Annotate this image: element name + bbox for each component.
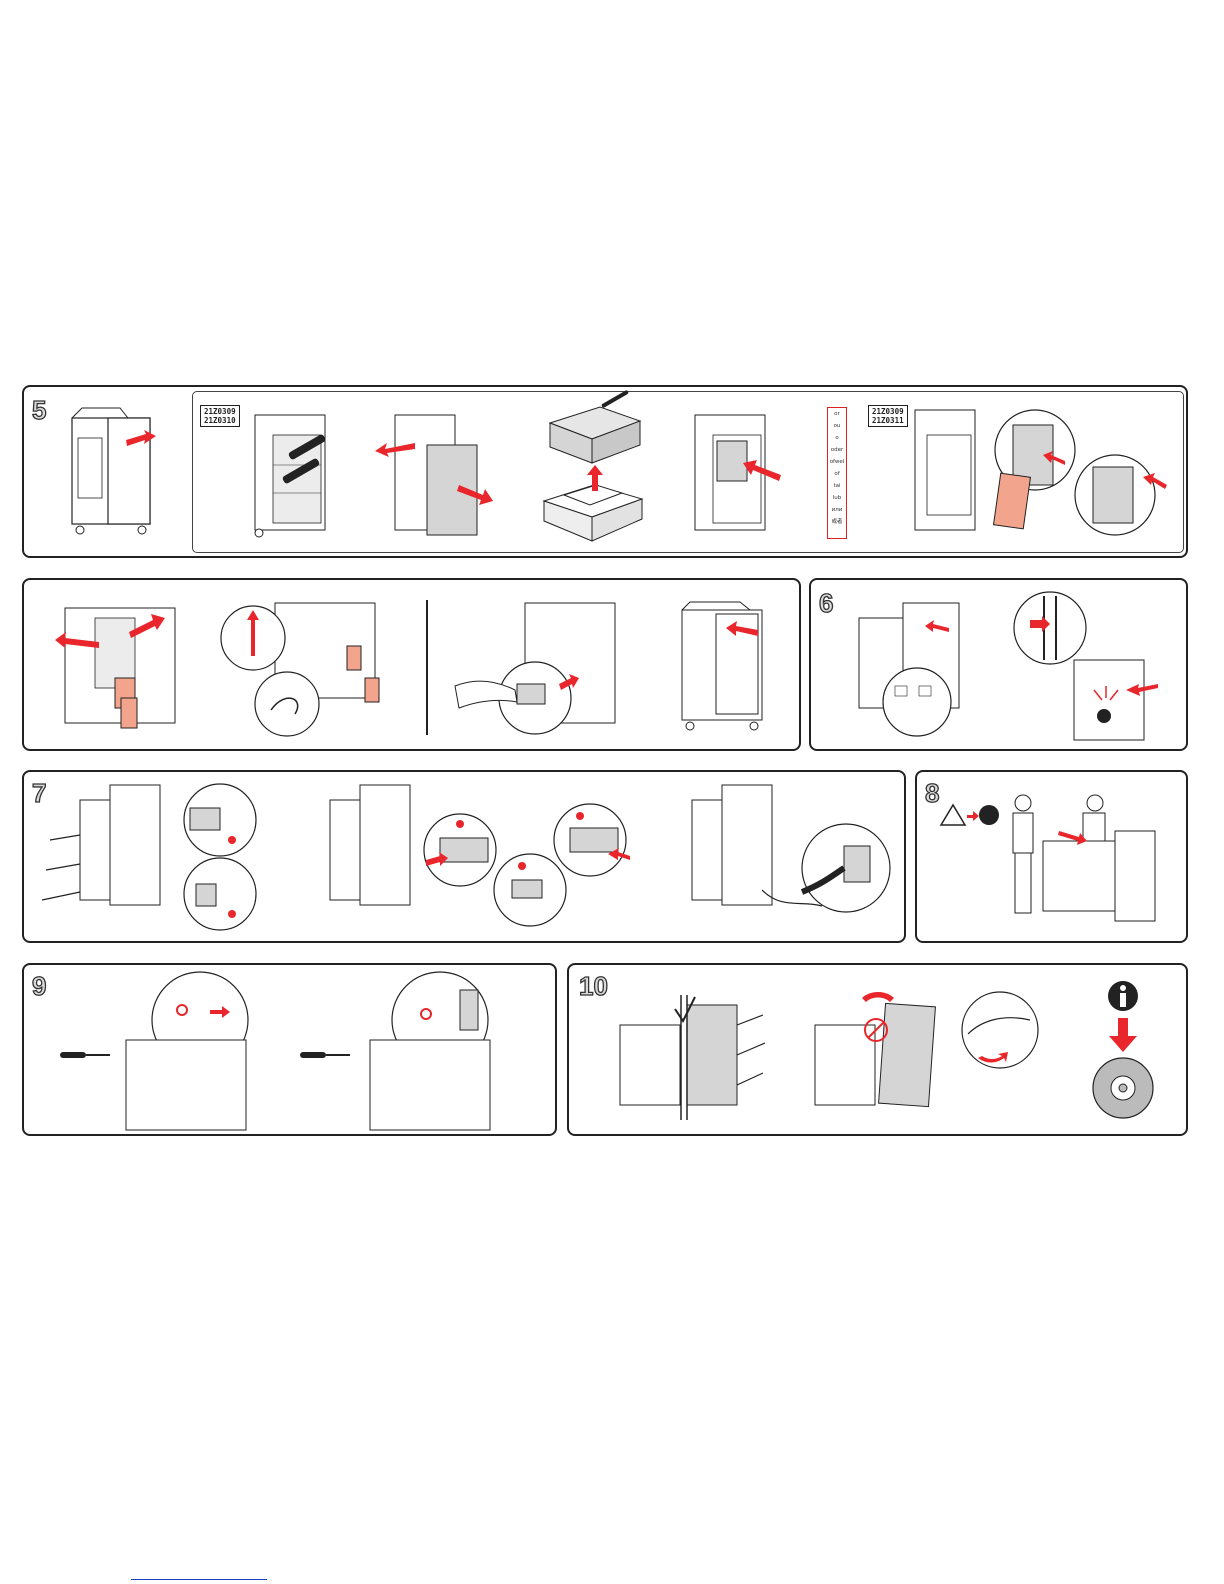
lang-word: lub — [828, 492, 846, 504]
connect-cable-illustration — [40, 780, 260, 930]
screwdriver-icon — [300, 1052, 326, 1058]
step-number-5: 5 — [32, 397, 46, 423]
lang-word: oder — [828, 444, 846, 456]
finisher-open-door-illustration — [60, 400, 170, 540]
part-label-b-line1: 21Z0309 — [872, 407, 904, 416]
step-number-9: 9 — [32, 973, 46, 999]
arrow-icon — [1109, 1018, 1137, 1052]
lang-word: ou — [828, 420, 846, 432]
lang-word: ofwel — [828, 456, 846, 468]
align-finisher-wrong-illustration — [790, 990, 1070, 1120]
panel-divider — [426, 600, 428, 735]
part-label-a-line1: 21Z0309 — [204, 407, 236, 416]
lock-finisher-illustration — [1010, 590, 1170, 742]
screwdriver-icon — [60, 1052, 86, 1058]
bracket-install-illustration — [905, 405, 1175, 545]
insert-staple-cartridge-illustration — [455, 598, 625, 738]
arrow-icon — [862, 992, 894, 1002]
lang-word: o — [828, 432, 846, 444]
two-person-lift-icon — [979, 805, 999, 825]
remove-wire-illustration — [215, 598, 395, 738]
lang-word: или — [828, 504, 846, 516]
lock-icon — [1097, 709, 1111, 723]
part-label-b-line2: 21Z0311 — [872, 416, 904, 425]
language-or-strip: or ou o oder ofwel of tai lub или 或者 — [827, 407, 847, 539]
install-part-illustration — [685, 405, 795, 540]
remove-packing-illustration — [375, 405, 495, 540]
remove-tape-illustration — [245, 405, 345, 540]
part-label-a: 21Z0309 21Z0310 — [200, 405, 240, 427]
part-label-a-line2: 21Z0310 — [204, 416, 236, 425]
power-plug-icon — [844, 846, 870, 882]
dock-finisher-illustration — [855, 598, 965, 738]
connect-power-illustration — [662, 780, 892, 930]
lang-word: of — [828, 468, 846, 480]
install-power-module-illustration — [300, 780, 640, 930]
unbox-illustration — [540, 395, 650, 545]
remove-tag-illustration — [55, 598, 185, 733]
warning-triangle-icon — [941, 805, 965, 825]
lang-word: or — [828, 408, 846, 420]
install-screw-illustration — [300, 970, 510, 1130]
two-person-lift-illustration — [935, 785, 1175, 935]
footer-link-line[interactable] — [131, 1579, 267, 1580]
step-number-6: 6 — [819, 590, 833, 616]
info-cd-illustration — [1085, 980, 1165, 1120]
lang-word: 或者 — [828, 516, 846, 528]
lang-word: tai — [828, 480, 846, 492]
arrow-icon — [967, 811, 979, 821]
close-door-illustration — [670, 600, 780, 735]
align-finisher-ok-illustration — [595, 995, 775, 1120]
remove-screw-illustration — [60, 970, 260, 1130]
part-label-b: 21Z0309 21Z0311 — [868, 405, 908, 427]
